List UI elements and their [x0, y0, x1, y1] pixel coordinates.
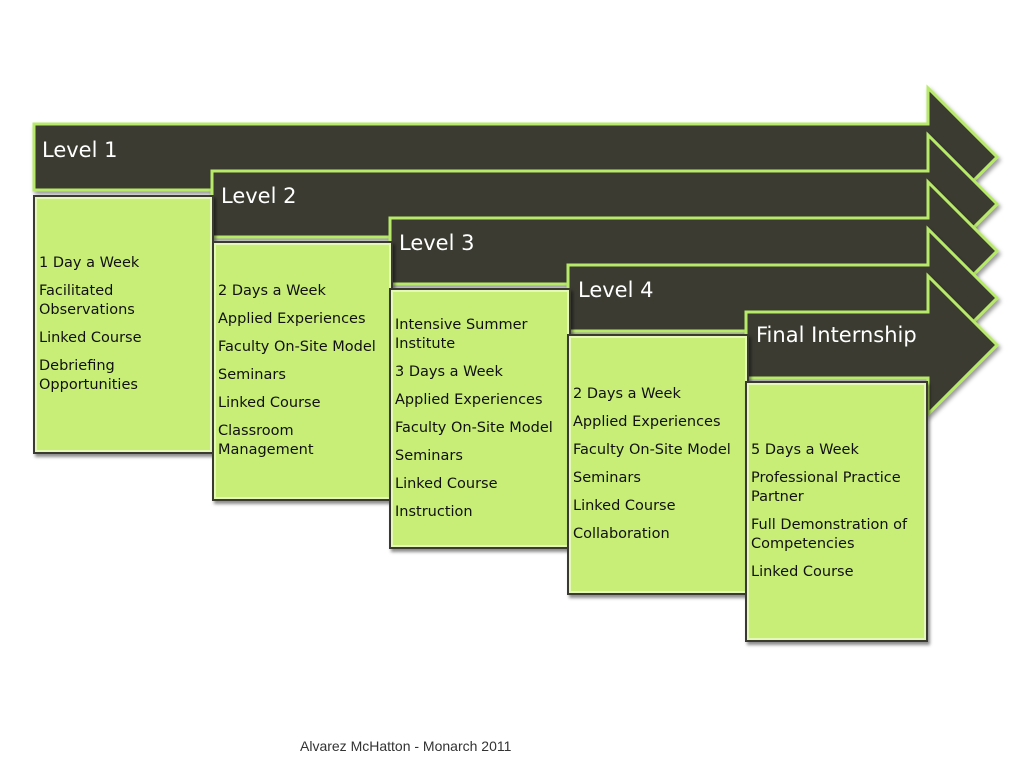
list-item: 1 Day a Week [39, 255, 140, 271]
list-item: Linked Course [751, 564, 854, 580]
list-item: Linked Course [395, 475, 498, 492]
final-internship-list: 5 Days a Week Professional Practice Part… [751, 441, 922, 582]
list-item: Faculty On-Site Model [218, 339, 376, 355]
level-1-list: 1 Day a Week Facilitated Observations Li… [39, 254, 208, 395]
level-3-list: Intensive Summer Institute 3 Days a Week… [395, 316, 565, 522]
list-item: Classroom Management [218, 423, 314, 458]
list-item: 2 Days a Week [218, 283, 326, 299]
list-item: Debriefing Opportunities [39, 358, 138, 393]
list-item: Faculty On-Site Model [573, 442, 731, 458]
level-4-box: 2 Days a Week Applied Experiences Facult… [567, 334, 749, 595]
level-3-label: Level 3 [399, 231, 475, 255]
list-item: Faculty On-Site Model [395, 419, 553, 436]
footer-credit: Alvarez McHatton - Monarch 2011 [300, 738, 512, 754]
list-item: Linked Course [573, 498, 676, 514]
level-4-list: 2 Days a Week Applied Experiences Facult… [573, 385, 743, 544]
list-item: Seminars [395, 447, 463, 464]
final-internship-label: Final Internship [756, 323, 917, 347]
list-item: Instruction [395, 503, 473, 520]
list-item: Intensive Summer Institute [395, 316, 528, 352]
list-item: Linked Course [218, 395, 321, 411]
level-1-box: 1 Day a Week Facilitated Observations Li… [33, 195, 214, 454]
level-1-label: Level 1 [42, 138, 118, 162]
final-internship-box: 5 Days a Week Professional Practice Part… [745, 381, 928, 642]
level-2-box: 2 Days a Week Applied Experiences Facult… [212, 241, 393, 501]
level-2-label: Level 2 [221, 184, 297, 208]
list-item: Facilitated Observations [39, 283, 135, 318]
list-item: Seminars [573, 470, 641, 486]
list-item: Full Demonstration of Competencies [751, 517, 908, 552]
list-item: Collaboration [573, 526, 670, 542]
level-4-label: Level 4 [578, 278, 654, 302]
level-2-list: 2 Days a Week Applied Experiences Facult… [218, 282, 387, 460]
list-item: Linked Course [39, 330, 142, 346]
list-item: 3 Days a Week [395, 363, 503, 380]
list-item: Applied Experiences [218, 311, 366, 327]
final-internship-arrow [744, 272, 1000, 418]
list-item: Seminars [218, 367, 286, 383]
level-3-box: Intensive Summer Institute 3 Days a Week… [389, 288, 571, 549]
list-item: Professional Practice Partner [751, 470, 901, 505]
list-item: Applied Experiences [573, 414, 721, 430]
list-item: 2 Days a Week [573, 386, 681, 402]
list-item: Applied Experiences [395, 391, 543, 408]
list-item: 5 Days a Week [751, 442, 859, 458]
